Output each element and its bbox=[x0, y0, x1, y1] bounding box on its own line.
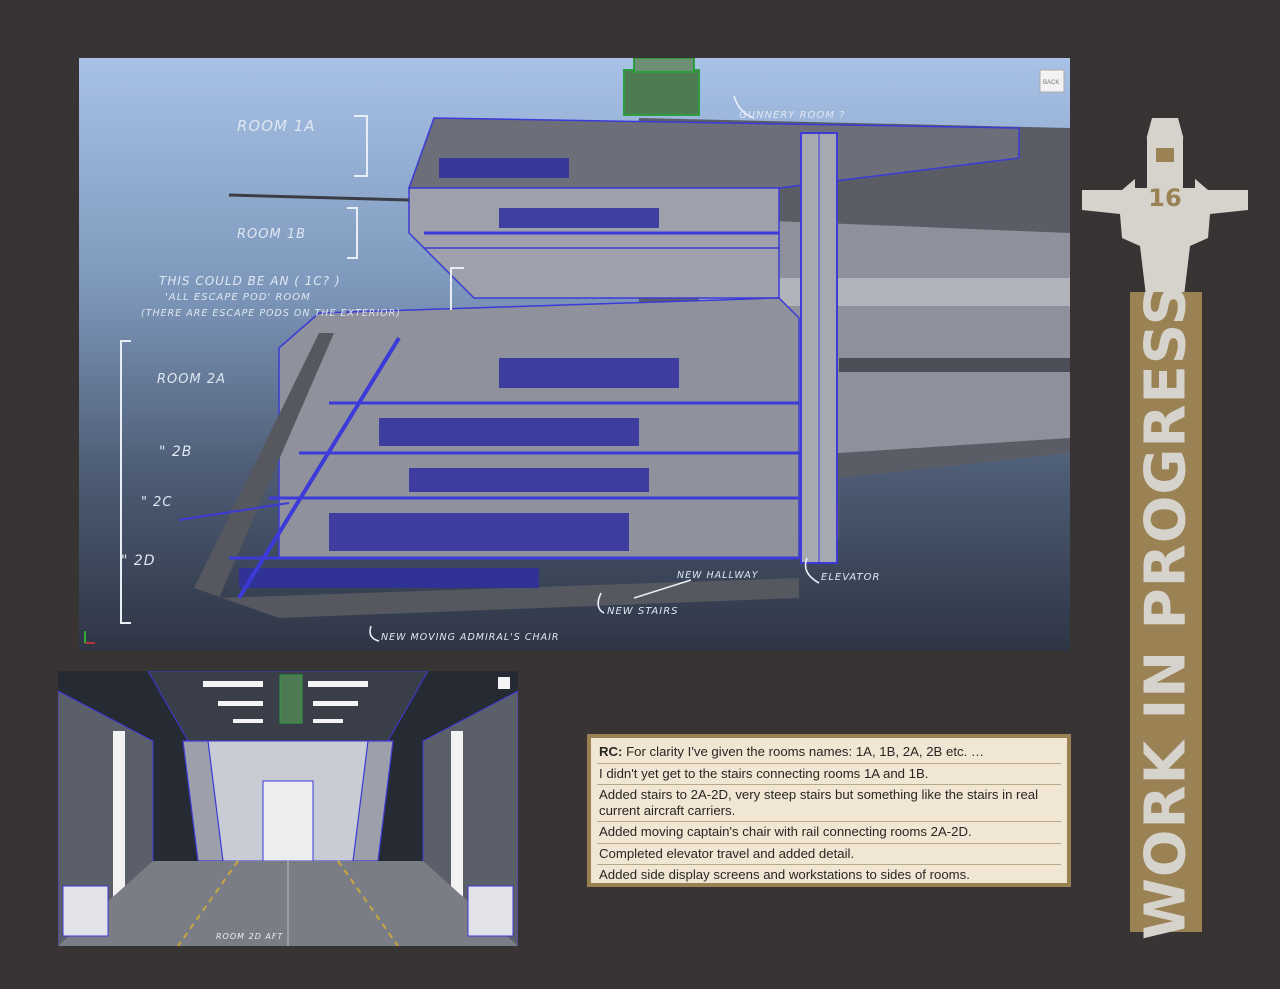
annotation-room-2a: ROOM 2A bbox=[157, 372, 226, 387]
wip-banner bbox=[1130, 292, 1202, 932]
elevator-door bbox=[262, 780, 314, 862]
room-1-section bbox=[408, 187, 780, 299]
annotation-new-stairs: NEW STAIRS bbox=[607, 606, 679, 617]
view-cube-small[interactable] bbox=[498, 677, 510, 689]
corridor-render: ROOM 2D AFT bbox=[58, 671, 518, 946]
notes-intro-row: RC: For clarity I've given the rooms nam… bbox=[597, 742, 1061, 764]
annotation-room-2d: " 2D bbox=[121, 553, 156, 569]
gunnery-room-top bbox=[633, 58, 695, 73]
annotation-escape-line3: (THERE ARE ESCAPE PODS ON THE EXTERIOR) bbox=[141, 308, 401, 319]
annotation-room-1b: ROOM 1B bbox=[237, 227, 306, 242]
badge-number: 16 bbox=[1148, 184, 1181, 212]
admiral-chair-rail bbox=[237, 336, 401, 600]
notes-intro: For clarity I've given the rooms names: … bbox=[622, 744, 985, 759]
elevator-ceiling-green bbox=[279, 674, 303, 724]
lower-hull-bow bbox=[194, 333, 799, 618]
view-cube[interactable] bbox=[1039, 69, 1065, 93]
left-wall-light-strip bbox=[113, 731, 125, 931]
ship-logo-icon: 16 bbox=[1082, 118, 1248, 296]
antenna-lower bbox=[178, 502, 290, 521]
notes-item: Added stairs to 2A-2D, very steep stairs… bbox=[597, 785, 1061, 822]
annotation-admiral-chair: NEW MOVING ADMIRAL'S CHAIR bbox=[381, 632, 560, 643]
left-console bbox=[62, 885, 109, 937]
room-equipment bbox=[239, 158, 679, 588]
notes-item: Added side display screens and workstati… bbox=[599, 867, 970, 882]
main-render-viewport: BACK ROOM 1A ROOM 1B THIS COULD BE AN ( … bbox=[79, 58, 1070, 651]
annotation-room-2c: " 2C bbox=[141, 495, 172, 510]
gunnery-room-block bbox=[623, 69, 700, 116]
notes-lead: RC: bbox=[599, 744, 623, 759]
annotation-arrows bbox=[369, 95, 820, 642]
ceiling-lights bbox=[203, 681, 368, 723]
progress-notes: RC: For clarity I've given the rooms nam… bbox=[587, 734, 1071, 887]
annotation-gunnery-room: GUNNERY ROOM ? bbox=[739, 110, 845, 121]
annotation-room-1a: ROOM 1A bbox=[237, 117, 316, 135]
notes-item: Completed elevator travel and added deta… bbox=[597, 844, 1061, 865]
right-console bbox=[467, 885, 514, 937]
annotation-room-2b: " 2B bbox=[159, 444, 192, 460]
hull-stripe-dark bbox=[839, 358, 1070, 372]
annotation-escape-line1: THIS COULD BE AN ( 1C? ) bbox=[159, 274, 341, 288]
room-2d-aft-render: ROOM 2D AFT bbox=[58, 671, 518, 946]
notes-item: Added moving captain's chair with rail c… bbox=[597, 822, 1061, 844]
annotation-elevator: ELEVATOR bbox=[821, 572, 880, 583]
annotation-escape-line2: 'ALL ESCAPE POD' ROOM bbox=[165, 292, 311, 303]
wip-banner-text: WORK IN PROGRESS bbox=[1133, 284, 1199, 940]
ship-cutaway-render: BACK ROOM 1A ROOM 1B THIS COULD BE AN ( … bbox=[84, 58, 1070, 644]
annotation-new-hallway: NEW HALLWAY bbox=[677, 570, 759, 581]
corridor-caption: ROOM 2D AFT bbox=[216, 932, 283, 941]
notes-item: I didn't yet get to the stairs connectin… bbox=[597, 764, 1061, 785]
annotation-brackets bbox=[120, 115, 464, 624]
antenna-upper bbox=[228, 193, 410, 202]
right-wall-light-strip bbox=[451, 731, 463, 931]
view-cube-label: BACK bbox=[1043, 80, 1059, 86]
